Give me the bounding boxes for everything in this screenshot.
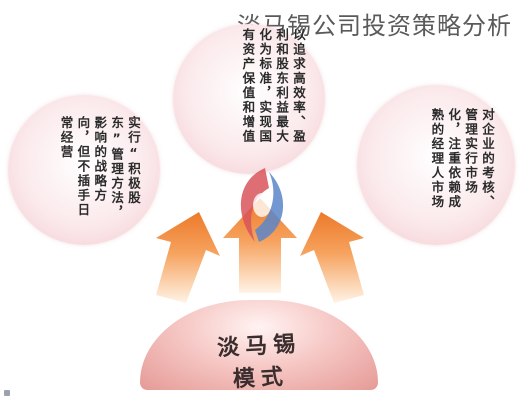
corner-marker: [4, 390, 10, 396]
right-bubble-text: 对企业的考核、管理实行市场化，注重依赖成熟的经理人市场: [429, 108, 495, 210]
swirl-logo-icon: [240, 168, 284, 242]
top-bubble: [173, 24, 325, 174]
right-bubble: [357, 85, 515, 245]
center-label: 淡马锡模式: [216, 331, 302, 393]
arrow-up-left-icon: [156, 212, 220, 303]
top-bubble-text: 以追求高效率、盈利和股东利益最大化为标准，实现国有资产保值和增值: [240, 28, 306, 144]
left-bubble: [8, 95, 160, 245]
arrow-up-right-icon: [300, 212, 364, 303]
left-bubble-text: 实行“积极股东”管理方法，影响的战略方向，但不插手日常经营: [58, 116, 142, 220]
